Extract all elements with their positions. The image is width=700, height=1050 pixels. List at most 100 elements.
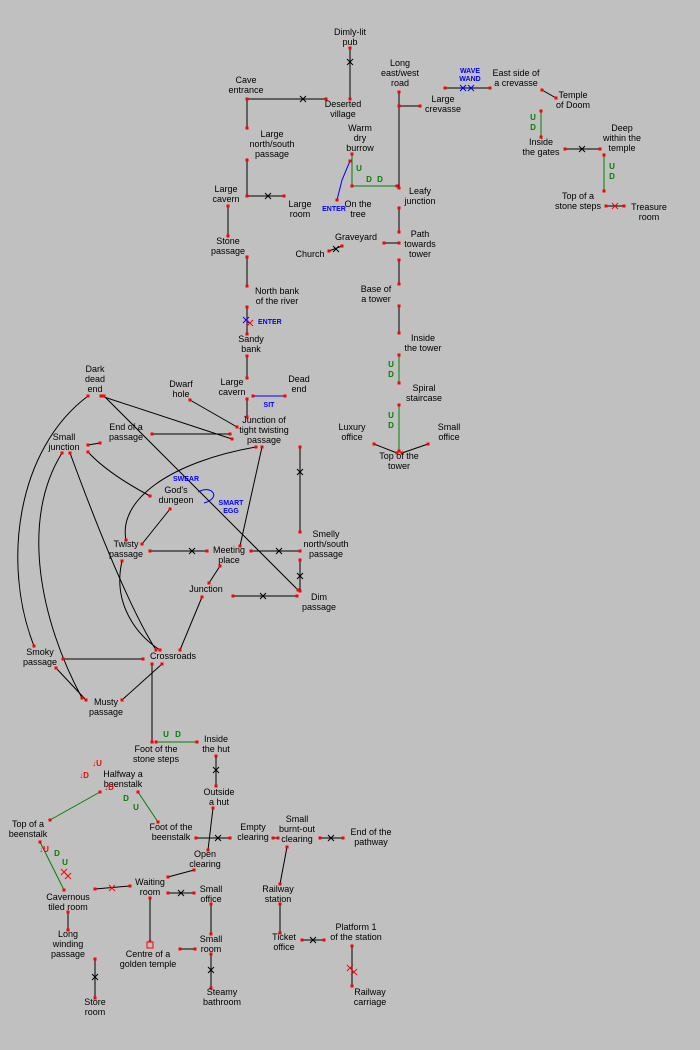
endpoint-dot [397,449,401,453]
endpoint-dot [348,97,352,101]
map-edge [279,846,288,885]
room-label-store-room: Store [84,997,106,1007]
room-label-path-towards-tower: Path [411,229,430,239]
room-label-dark-dead-end: end [87,384,102,394]
map-annotation: U [356,164,362,173]
room-label-treasure-room: room [639,212,660,222]
endpoint-dot [68,451,72,455]
endpoint-dot [251,394,255,398]
endpoint-dot [93,887,97,891]
map-edge [69,452,157,651]
endpoint-dot [38,840,42,844]
endpoint-dot [214,784,218,788]
map-edge [55,667,87,701]
endpoint-dot [278,902,282,906]
room-label-long-winding-passage: Long [58,929,78,939]
room-label-meeting-place: place [218,555,240,565]
endpoint-dot [397,353,401,357]
endpoint-dot [209,902,213,906]
endpoint-dot [209,986,213,990]
room-label-centre-of-a-golden-temple: golden temple [120,959,177,969]
endpoint-dot [98,790,102,794]
endpoint-dot [228,836,232,840]
map-edge [38,452,83,699]
room-label-east-side-of-a-crevasse: East side of [492,68,540,78]
room-label-ticket-office: Ticket [272,932,296,942]
room-label-east-side-of-a-crevasse: a crevasse [494,78,538,88]
x-mark [207,966,215,974]
map-edge [100,395,233,440]
room-label-small-burnt-out-clearing: clearing [281,834,313,844]
x-mark [346,58,354,66]
x-mark [611,202,619,210]
endpoint-dot [254,445,258,449]
room-label-spiral-staircase: staircase [406,393,442,403]
endpoint-dot [598,147,602,151]
map-annotation: EGG [223,508,239,515]
map-annotation: ↓D [79,771,89,780]
x-mark [259,592,267,600]
endpoint-dot [193,947,197,951]
room-label-small-burnt-out-clearing: burnt-out [279,824,316,834]
endpoint-dot [322,938,326,942]
endpoint-dot [554,96,558,100]
map-annotation: D [175,730,181,739]
room-label-store-room: room [85,1007,106,1017]
map-annotation: U [530,113,536,122]
room-label-deep-within-the-temple: temple [608,143,635,153]
x-mark [327,834,335,842]
room-label-end-of-the-pathway: End of the [350,827,391,837]
room-label-outside-a-hut: a hut [209,797,230,807]
room-label-platform-1-of-the-station: Platform 1 [335,922,376,932]
map-edge [189,399,238,428]
map-annotation: ↓U [92,759,102,768]
room-label-large-room: Large [288,199,311,209]
x-mark [188,547,196,555]
endpoint-dot [168,507,172,511]
room-label-railway-carriage: Railway [354,987,386,997]
room-label-small-room: Small [200,934,223,944]
endpoint-dot [271,836,275,840]
room-label-deep-within-the-temple: Deep [611,123,633,133]
x-mark [275,547,283,555]
room-label-railway-station: Railway [262,884,294,894]
endpoint-dot [397,304,401,308]
endpoint-dot [166,875,170,879]
endpoint-dot [300,938,304,942]
endpoint-dot [156,820,160,824]
map-edge [137,791,159,823]
x-mark [108,884,116,892]
room-label-outside-a-hut: Outside [203,787,234,797]
endpoint-dot [230,437,234,441]
endpoint-dot [426,442,430,446]
map-edge [401,443,429,454]
map-edge [141,508,171,545]
endpoint-dot [61,657,65,661]
room-label-long-east-west-road: Long [390,58,410,68]
endpoint-dot [348,46,352,50]
room-label-large-north-south-passage: Large [260,129,283,139]
endpoint-dot [194,836,198,840]
room-label-top-of-a-beenstalk: beenstalk [9,829,48,839]
endpoint-dot [397,331,401,335]
map-annotation: U [388,411,394,420]
room-label-north-bank-of-the-river: of the river [256,296,299,306]
endpoint-dot [102,394,106,398]
map-annotation: SMART [219,500,245,507]
endpoint-dot [604,204,608,208]
room-label-large-cavern-2: cavern [218,387,245,397]
room-label-base-of-a-tower: Base of [361,284,392,294]
room-label-gods-dungeon: God's [164,485,188,495]
endpoint-dot [80,696,84,700]
x-mark [212,766,220,774]
room-label-large-cavern-2: Large [220,377,243,387]
room-label-gods-dungeon: dungeon [158,495,193,505]
endpoint-dot [397,104,401,108]
endpoint-dot [397,230,401,234]
endpoint-dot [148,549,152,553]
room-label-deserted-village: Deserted [325,99,362,109]
room-label-cavernous-tiled-room: Cavernous [46,892,90,902]
room-label-top-of-a-beenstalk: Top of a [12,819,44,829]
endpoint-dot [209,932,213,936]
